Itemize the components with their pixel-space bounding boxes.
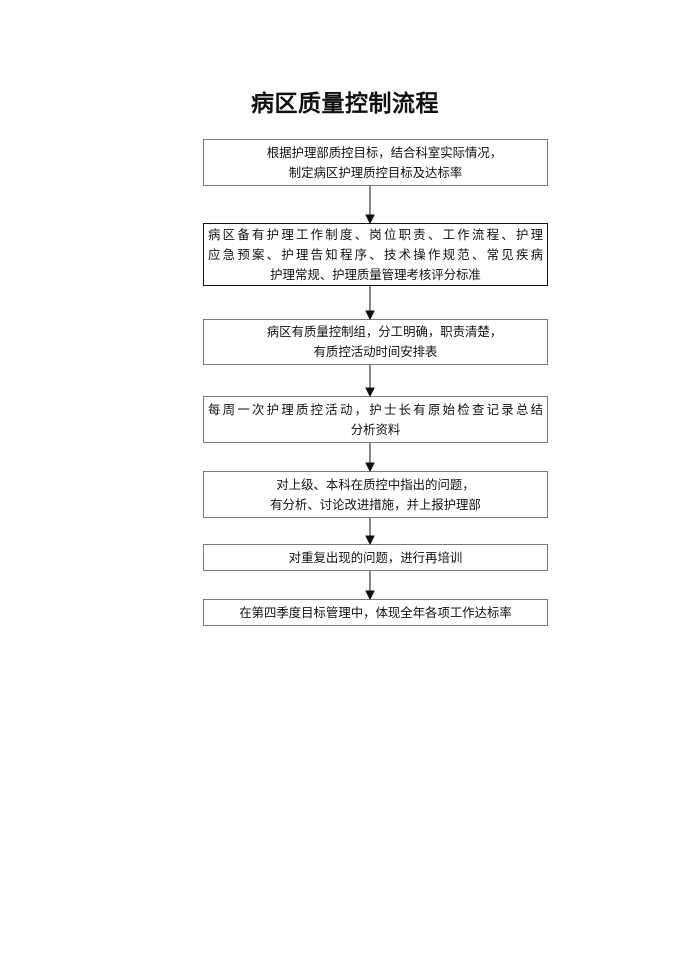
step-text-line: 对重复出现的问题，进行再培训 (288, 549, 463, 565)
flow-step-set-goals: 根据护理部质控目标，结合科室实际情况， 制定病区护理质控目标及达标率 (203, 139, 548, 186)
step-text-line: 病区备有护理工作制度、岗位职责、工作流程、护理 (208, 226, 543, 242)
arrow-down-icon (365, 186, 375, 225)
step-text-line: 病区有质量控制组，分工明确，职责清楚， (266, 324, 503, 339)
flow-step-analysis-report: 对上级、本科在质控中指出的问题， 有分析、讨论改进措施，并上报护理部 (203, 471, 548, 518)
step-text-line: 护理常规、护理质量管理考核评分标准 (270, 266, 481, 282)
step-text-line: 应急预案、护理告知程序、技术操作规范、常见疾病 (208, 246, 543, 262)
page-title: 病区质量控制流程 (251, 91, 439, 117)
step-text-line: 对上级、本科在质控中指出的问题， (276, 476, 475, 492)
flow-step-regulations: 病区备有护理工作制度、岗位职责、工作流程、护理 应急预案、护理告知程序、技术操作… (203, 223, 548, 286)
step-text-line: 有分析、讨论改进措施，并上报护理部 (270, 496, 481, 512)
step-text-line: 制定病区护理质控目标及达标率 (288, 164, 463, 180)
step-text-line: 有质控活动时间安排表 (313, 344, 438, 359)
step-text-line: 根据护理部质控目标，结合科室实际情况， (266, 144, 503, 160)
flow-step-weekly-activity: 每周一次护理质控活动，护士长有原始检查记录总结 分析资料 (203, 396, 548, 443)
flow-step-annual-goal: 在第四季度目标管理中，体现全年各项工作达标率 (203, 599, 548, 626)
arrow-down-icon (365, 286, 375, 321)
step-text-line: 每周一次护理质控活动，护士长有原始检查记录总结 (208, 401, 543, 417)
arrow-down-icon (365, 571, 375, 601)
flow-step-qc-group: 病区有质量控制组，分工明确，职责清楚， 有质控活动时间安排表 (203, 319, 548, 365)
arrow-down-icon (365, 443, 375, 473)
arrow-down-icon (365, 518, 375, 546)
flow-step-retraining: 对重复出现的问题，进行再培训 (203, 544, 548, 571)
step-text-line: 分析资料 (350, 421, 401, 437)
arrow-down-icon (365, 365, 375, 398)
step-text-line: 在第四季度目标管理中，体现全年各项工作达标率 (239, 604, 512, 620)
